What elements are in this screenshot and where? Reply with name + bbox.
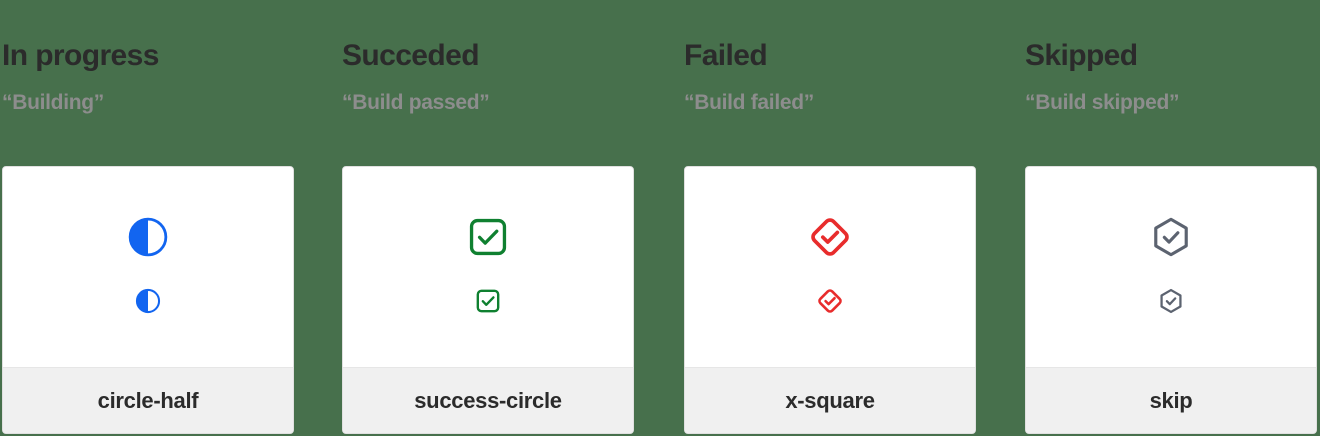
icon-name-label: success-circle (414, 387, 562, 413)
x-square-icon (809, 216, 851, 258)
icon-card-footer: x-square (685, 367, 975, 433)
status-column-failed: Failed “Build failed” (684, 0, 976, 436)
icon-card[interactable]: circle-half (2, 166, 294, 434)
status-column-in-progress: In progress “Building” circle- (2, 0, 294, 436)
success-circle-icon (467, 216, 509, 258)
column-subheading: “Building” (2, 91, 104, 114)
success-circle-icon-small (475, 288, 501, 314)
icon-card[interactable]: skip (1025, 166, 1317, 434)
icon-name-label: x-square (785, 387, 875, 413)
column-heading: In progress (2, 39, 159, 72)
column-subheading: “Build skipped” (1025, 91, 1180, 114)
column-heading: Skipped (1025, 39, 1138, 72)
icon-card[interactable]: success-circle (342, 166, 634, 434)
column-heading: Failed (684, 39, 768, 72)
column-subheading: “Build passed” (342, 91, 490, 114)
icon-card-body (3, 167, 293, 367)
icon-card-footer: success-circle (343, 367, 633, 433)
icon-card[interactable]: x-square (684, 166, 976, 434)
icon-card-footer: circle-half (3, 367, 293, 433)
icon-card-body (1026, 167, 1316, 367)
circle-half-icon-small (135, 288, 161, 314)
icon-card-footer: skip (1026, 367, 1316, 433)
x-square-icon-small (817, 288, 843, 314)
column-subheading: “Build failed” (684, 91, 814, 114)
icon-name-label: skip (1149, 387, 1193, 413)
skip-icon (1150, 216, 1192, 258)
icon-name-label: circle-half (97, 387, 199, 413)
status-column-skipped: Skipped “Build skipped” skip (1025, 0, 1317, 436)
circle-half-icon (127, 216, 169, 258)
status-column-succeded: Succeded “Build passed” succes (342, 0, 634, 436)
skip-icon-small (1158, 288, 1184, 314)
icon-card-body (685, 167, 975, 367)
icon-card-body (343, 167, 633, 367)
column-heading: Succeded (342, 39, 480, 72)
